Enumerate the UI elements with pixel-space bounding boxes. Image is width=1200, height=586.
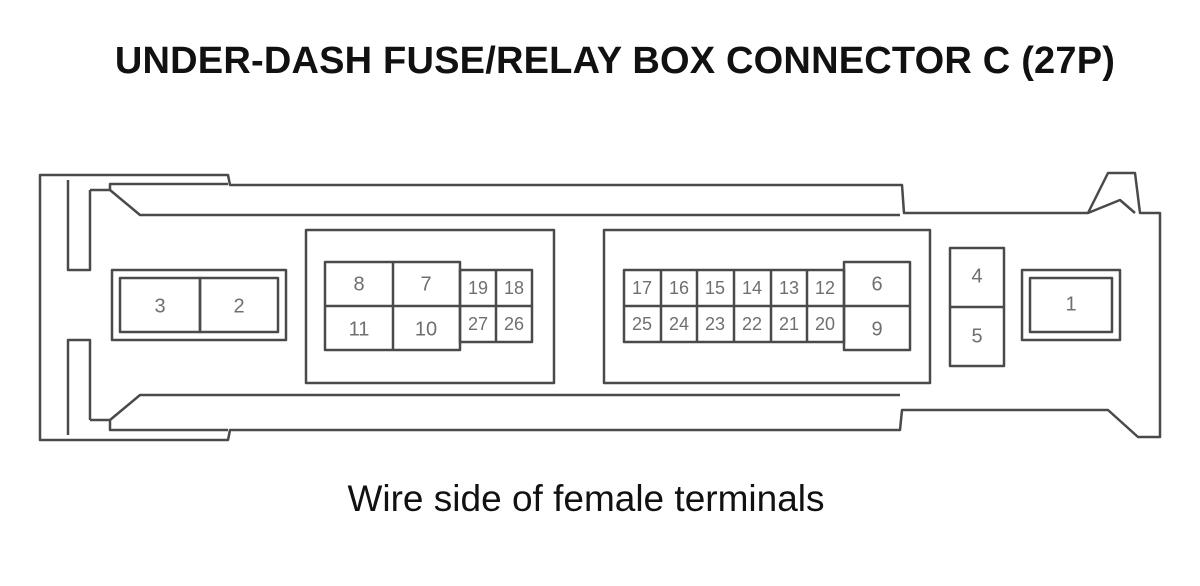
terminal-10-label: 10 bbox=[415, 318, 437, 340]
cavity-left bbox=[304, 228, 556, 385]
connector-housing bbox=[38, 171, 1162, 442]
terminal-12-label: 12 bbox=[815, 278, 835, 298]
terminal-19-label: 19 bbox=[468, 278, 488, 298]
terminal-11-label: 11 bbox=[349, 318, 370, 340]
terminal-13-label: 13 bbox=[779, 278, 799, 298]
cavity-right bbox=[602, 228, 932, 385]
terminal-23-label: 23 bbox=[705, 314, 725, 334]
terminal-block-1 bbox=[1020, 268, 1122, 342]
terminal-14-label: 14 bbox=[742, 278, 762, 298]
terminal-7-label: 7 bbox=[420, 273, 431, 295]
terminal-17-label: 17 bbox=[632, 278, 652, 298]
terminal-9-label: 9 bbox=[871, 318, 882, 340]
terminal-22-label: 22 bbox=[742, 314, 762, 334]
terminal-5-label: 5 bbox=[971, 325, 982, 347]
diagram-title: UNDER-DASH FUSE/RELAY BOX CONNECTOR C (2… bbox=[114, 40, 1116, 82]
terminal-block-4-5 bbox=[948, 246, 1006, 368]
terminal-20-label: 20 bbox=[815, 314, 835, 334]
terminal-6-label: 6 bbox=[871, 273, 882, 295]
terminal-8-label: 8 bbox=[353, 273, 364, 295]
terminal-26-label: 26 bbox=[504, 314, 524, 334]
terminal-24-label: 24 bbox=[669, 314, 689, 334]
terminal-15-label: 15 bbox=[705, 278, 725, 298]
terminal-27-label: 27 bbox=[468, 314, 488, 334]
terminal-1-label: 1 bbox=[1065, 293, 1076, 315]
terminal-25-label: 25 bbox=[632, 314, 652, 334]
terminal-2-label: 2 bbox=[233, 295, 244, 317]
diagram-caption: Wire side of female terminals bbox=[347, 478, 825, 519]
terminal-21-label: 21 bbox=[779, 314, 799, 334]
terminal-16-label: 16 bbox=[669, 278, 689, 298]
terminal-3-label: 3 bbox=[154, 295, 165, 317]
terminal-4-label: 4 bbox=[971, 265, 982, 287]
terminal-block-left bbox=[110, 268, 288, 342]
terminal-18-label: 18 bbox=[504, 278, 524, 298]
